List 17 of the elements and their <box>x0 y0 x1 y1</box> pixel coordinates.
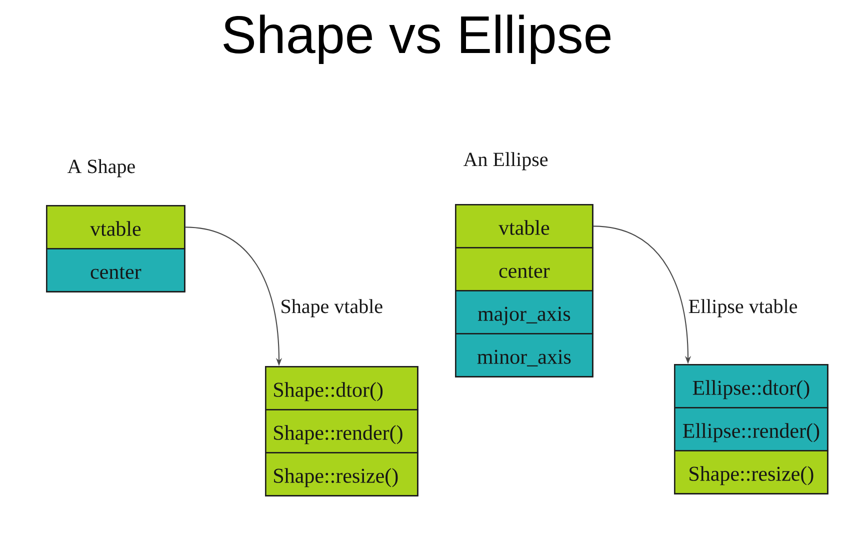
heading: A Shape <box>67 159 135 178</box>
vtable-entry: Shape::resize() <box>674 450 828 494</box>
vtable-entry: Ellipse::render() <box>674 407 828 452</box>
field-cell: center <box>455 247 594 292</box>
vtable-entry: Shape::resize() <box>265 452 418 496</box>
heading: Shape vtable <box>282 299 382 318</box>
vtable-entry: Shape::dtor() <box>265 366 418 410</box>
field-cell: vtable <box>455 204 594 248</box>
vtable-entry: Ellipse::dtor() <box>674 364 828 408</box>
field-cell: major_axis <box>455 290 594 334</box>
field-cell: minor_axis <box>455 333 594 378</box>
vtable-entry: Shape::render() <box>265 409 418 454</box>
field-cell: vtable <box>46 205 186 250</box>
heading: Ellipse vtable <box>688 299 798 318</box>
field-cell: center <box>46 248 186 292</box>
title: Shape vs Ellipse <box>224 14 610 64</box>
heading: An Ellipse <box>463 152 548 170</box>
